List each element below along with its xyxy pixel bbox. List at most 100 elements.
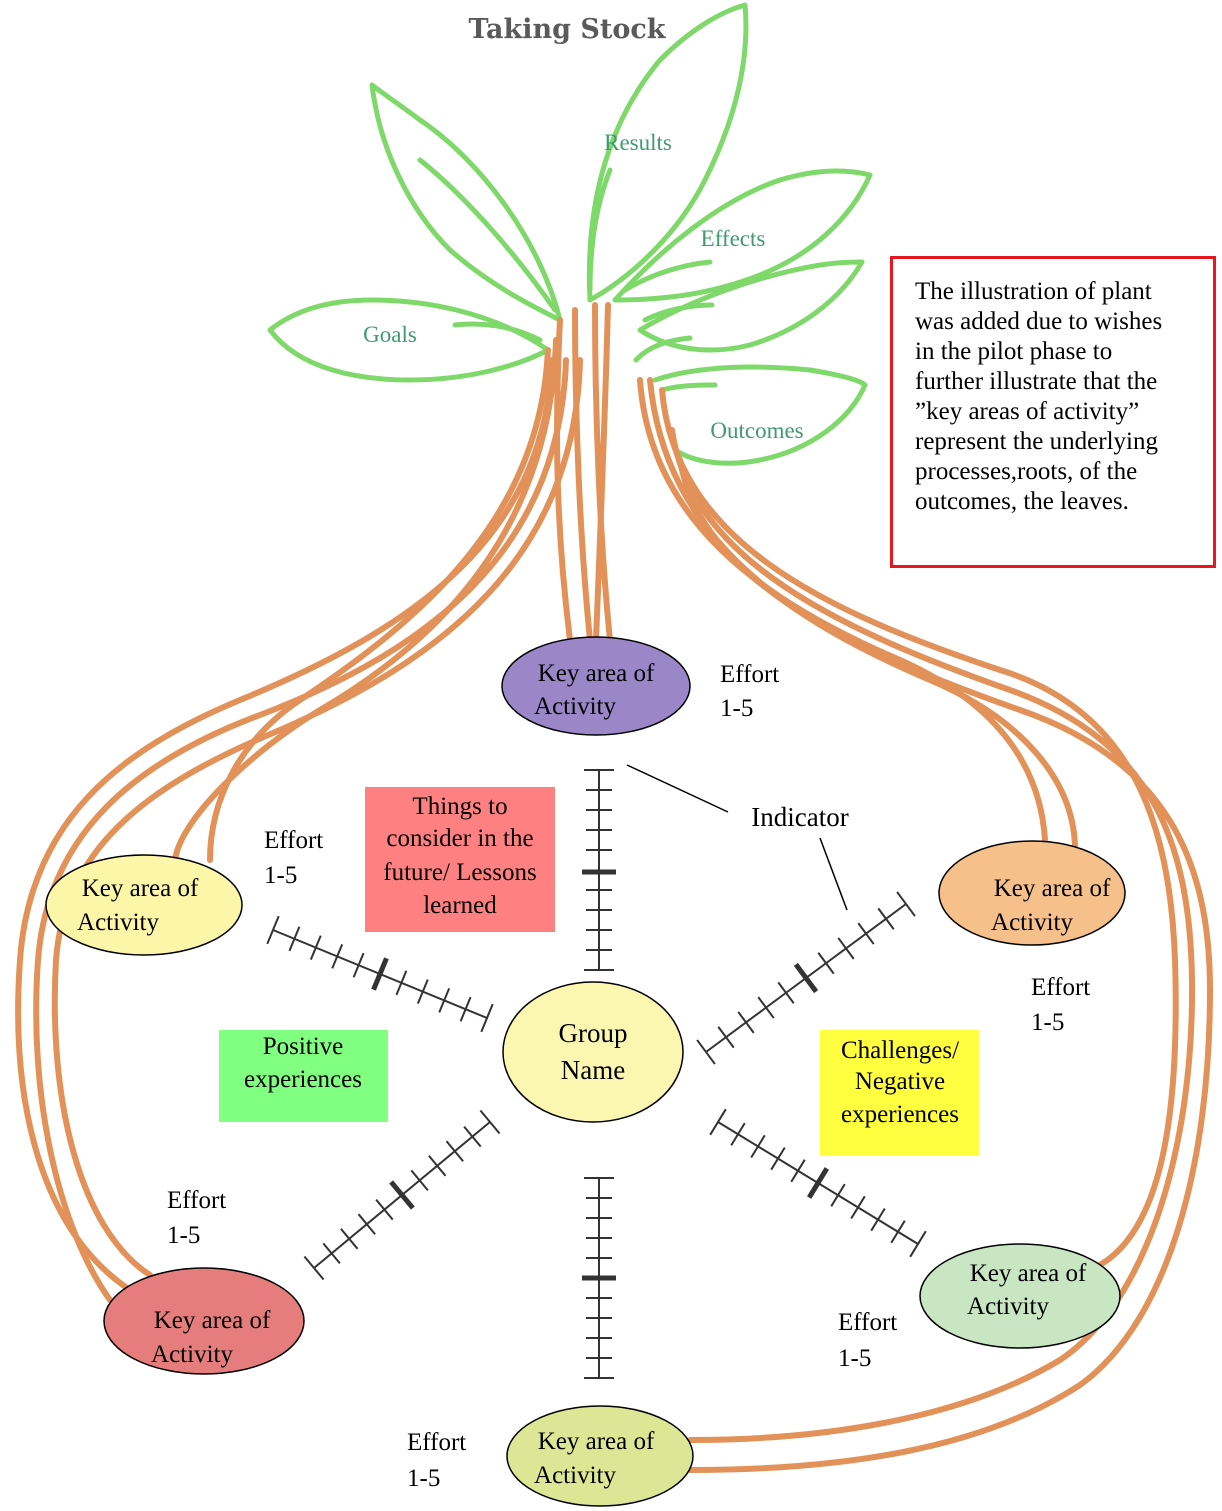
scale-tick [459, 996, 472, 1022]
leaf-effects [612, 168, 873, 303]
note-box: The illustration of plant was added due … [890, 256, 1216, 568]
leaf-tall-left [369, 82, 563, 323]
scale-tick [717, 1026, 735, 1049]
scale-tick [266, 915, 280, 945]
leaf-right-mid-stem [642, 302, 715, 323]
challenges-line-1: Challenges/ [841, 1037, 959, 1064]
note-line: further illustrate that the [915, 368, 1158, 395]
indicator-scale-lower-left [303, 1109, 501, 1281]
scale-tick [288, 926, 301, 952]
scale-tick [352, 952, 365, 978]
activity-bottom-effort-range: 1-5 [407, 1465, 440, 1492]
leaf-label-goals: Goals [363, 322, 417, 347]
activity-top-effort-range: 1-5 [720, 695, 753, 722]
note-line: ”key areas of activity” [915, 398, 1140, 425]
positive-box: Positive experiences [219, 1030, 388, 1122]
scale-tick [730, 1122, 746, 1146]
scale-tick [696, 1039, 716, 1065]
activity-upper-right-line-1: Key area of [994, 875, 1111, 902]
scale-tick [428, 1155, 447, 1177]
lessons-line-2: consider in the [386, 825, 533, 852]
activity-upper-right-line-2: Activity [991, 909, 1073, 936]
scale-tick [438, 987, 451, 1013]
root-right-long-1 [659, 387, 1179, 1268]
root-left-2 [172, 337, 559, 863]
diagram-title: Taking Stock [468, 14, 666, 45]
indicator-scale-upper-right [696, 891, 916, 1065]
activity-lower-right: Key area of Activity Effort 1-5 [838, 1243, 1121, 1372]
indicator-label: Indicator [751, 802, 848, 832]
root-trunk-3 [592, 302, 613, 643]
indicator-scale-top [582, 769, 616, 971]
challenges-box: Challenges/ Negative experiences [820, 1030, 979, 1156]
root-left-long-1 [15, 357, 555, 1293]
scale-tick [830, 1183, 846, 1207]
challenges-line-3: experiences [841, 1101, 959, 1128]
lessons-line-1: Things to [412, 793, 507, 820]
activity-bottom-line-2: Activity [534, 1462, 616, 1489]
activity-top-line-1: Key area of [538, 660, 655, 687]
root-right-long-2 [669, 427, 1196, 1443]
scale-tick [896, 891, 916, 917]
group-name-node: Group Name [502, 981, 684, 1123]
scale-tick [877, 907, 895, 930]
note-line: in the pilot phase to [915, 338, 1113, 365]
scale-marker [389, 1180, 415, 1210]
leaf-outcomes-stem [659, 382, 718, 393]
leaf-label-outcomes: Outcomes [710, 418, 803, 443]
root-trunk-2 [572, 307, 593, 643]
activity-upper-right-effort-range: 1-5 [1031, 1009, 1064, 1036]
root-left-1 [207, 347, 551, 863]
scale-tick [750, 1134, 766, 1159]
activity-top: Key area of Activity Effort 1-5 [501, 636, 779, 736]
indicator-pointer-top [626, 764, 729, 813]
positive-line-2: experiences [244, 1066, 362, 1093]
scale-tick [737, 1011, 755, 1034]
scale-tick [303, 1255, 325, 1281]
activity-top-line-2: Activity [534, 693, 616, 720]
leaf-goals-left [267, 297, 551, 383]
activity-bottom-line-1: Key area of [538, 1428, 655, 1455]
leaf-outcomes [652, 364, 868, 466]
note-line: was added due to wishes [915, 308, 1163, 335]
indicator-pointers [626, 764, 848, 911]
note-line: represent the underlying [915, 428, 1158, 455]
activity-lower-right-effort-range: 1-5 [838, 1345, 871, 1372]
root-to-top-activity [593, 302, 611, 643]
scale-tick [416, 979, 429, 1005]
scale-tick [709, 1108, 727, 1136]
note-line: The illustration of plant [915, 278, 1152, 305]
scale-tick [375, 1198, 394, 1221]
activity-lower-left-effort-range: 1-5 [167, 1222, 200, 1249]
note-line: outcomes, the leaves. [915, 488, 1129, 515]
note-line: processes,roots, of the [915, 458, 1138, 485]
root-trunk-1 [554, 317, 573, 643]
activity-upper-left-line-1: Key area of [82, 875, 199, 902]
root-right-long-3 [677, 457, 1214, 1473]
indicator-pointer-right [819, 837, 848, 911]
scale-tick [790, 1159, 806, 1183]
scale-tick [410, 1169, 429, 1192]
activity-top-effort-label: Effort [720, 661, 779, 688]
scale-marker [371, 957, 389, 991]
scale-tick [463, 1125, 482, 1148]
scale-tick [857, 922, 875, 945]
positive-line-1: Positive [263, 1033, 344, 1060]
scale-tick [837, 937, 855, 960]
scale-tick [770, 1146, 786, 1171]
activity-upper-left-line-2: Activity [77, 909, 159, 936]
scale-tick [395, 970, 408, 996]
lessons-line-4: learned [423, 892, 497, 919]
scale-tick [331, 943, 344, 969]
leaf-tall-left-vein [417, 157, 558, 313]
lessons-box: Things to consider in the future/ Lesson… [365, 787, 555, 932]
scale-tick [890, 1220, 906, 1244]
root-left-long-3 [51, 357, 583, 1278]
activity-lower-left: Key area of Activity Effort 1-5 [103, 1187, 305, 1375]
activity-lower-right-line-1: Key area of [970, 1260, 1087, 1287]
group-name-line-2: Name [561, 1055, 625, 1085]
activity-upper-right-effort-label: Effort [1031, 974, 1090, 1001]
scale-tick [817, 952, 835, 975]
plant-roots [15, 302, 1214, 1473]
plant-leaves [267, 2, 873, 466]
